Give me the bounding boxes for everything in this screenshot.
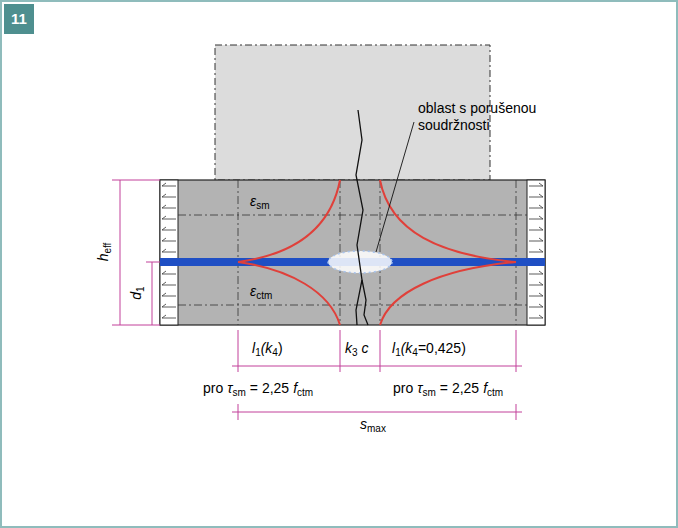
label-text: = 2,25	[440, 380, 479, 396]
label-text: s	[360, 416, 367, 432]
label-text: eff	[102, 243, 113, 254]
strain-label: εctm	[250, 283, 272, 302]
label-text: d	[128, 292, 144, 300]
condition-label: proτsm = 2,25fctm	[203, 380, 313, 399]
label-text: sm	[422, 387, 435, 398]
label-text: )	[278, 340, 283, 356]
reference-lines	[178, 180, 527, 325]
stress-strip	[160, 180, 178, 325]
label-text: 4	[412, 347, 418, 358]
label-text: h	[95, 254, 111, 262]
dimension-label: heff	[95, 243, 114, 262]
label-text: 1	[395, 347, 401, 358]
callout-text: oblast s porušenou soudržnosti	[418, 100, 553, 134]
label-text: oblast s porušenou soudržnosti	[418, 100, 536, 133]
label-text: l	[252, 340, 255, 356]
label-text: l	[392, 340, 395, 356]
label-text: (k	[261, 340, 273, 356]
stress-arrows	[162, 183, 543, 318]
stress-strip	[527, 180, 545, 325]
label-text: ctm	[487, 387, 503, 398]
label-text: 1	[255, 347, 261, 358]
label-text: max	[367, 423, 386, 434]
label-text: 11	[11, 10, 27, 27]
label-text: f	[483, 380, 487, 396]
label-text: pro	[393, 380, 413, 396]
label-text: (k	[401, 340, 413, 356]
crack	[362, 280, 368, 325]
label-text: sm	[232, 387, 245, 398]
figure-number: 11	[4, 4, 34, 34]
label-text: 1	[135, 286, 146, 292]
strain-label: εsm	[250, 193, 270, 212]
leader-line	[376, 122, 414, 252]
dimension-lines	[112, 180, 522, 420]
dimension-label: k3c	[345, 340, 369, 359]
dimension-label: smax	[360, 416, 386, 435]
label-text: =0,425)	[418, 340, 466, 356]
label-text: ctm	[256, 290, 272, 301]
label-text: τ	[227, 380, 232, 396]
label-text: f	[293, 380, 297, 396]
label-text: = 2,25	[250, 380, 289, 396]
dimension-label: l1(k4=0,425)	[392, 340, 466, 359]
stress-curve	[238, 180, 516, 325]
label-text: 4	[272, 347, 278, 358]
dimension-label: d1	[128, 286, 147, 299]
condition-label: proτsm = 2,25fctm	[393, 380, 503, 399]
dimension-label: l1(k4)	[252, 340, 283, 359]
label-text: τ	[417, 380, 422, 396]
label-text: ε	[250, 193, 256, 209]
label-text: sm	[256, 200, 269, 211]
label-text: ε	[250, 283, 256, 299]
tension-zone	[160, 180, 545, 325]
label-text: pro	[203, 380, 223, 396]
label-text: c	[362, 340, 369, 356]
crack	[356, 110, 363, 325]
label-text: 3	[352, 347, 358, 358]
label-text: ctm	[297, 387, 313, 398]
label-text: k	[345, 340, 352, 356]
